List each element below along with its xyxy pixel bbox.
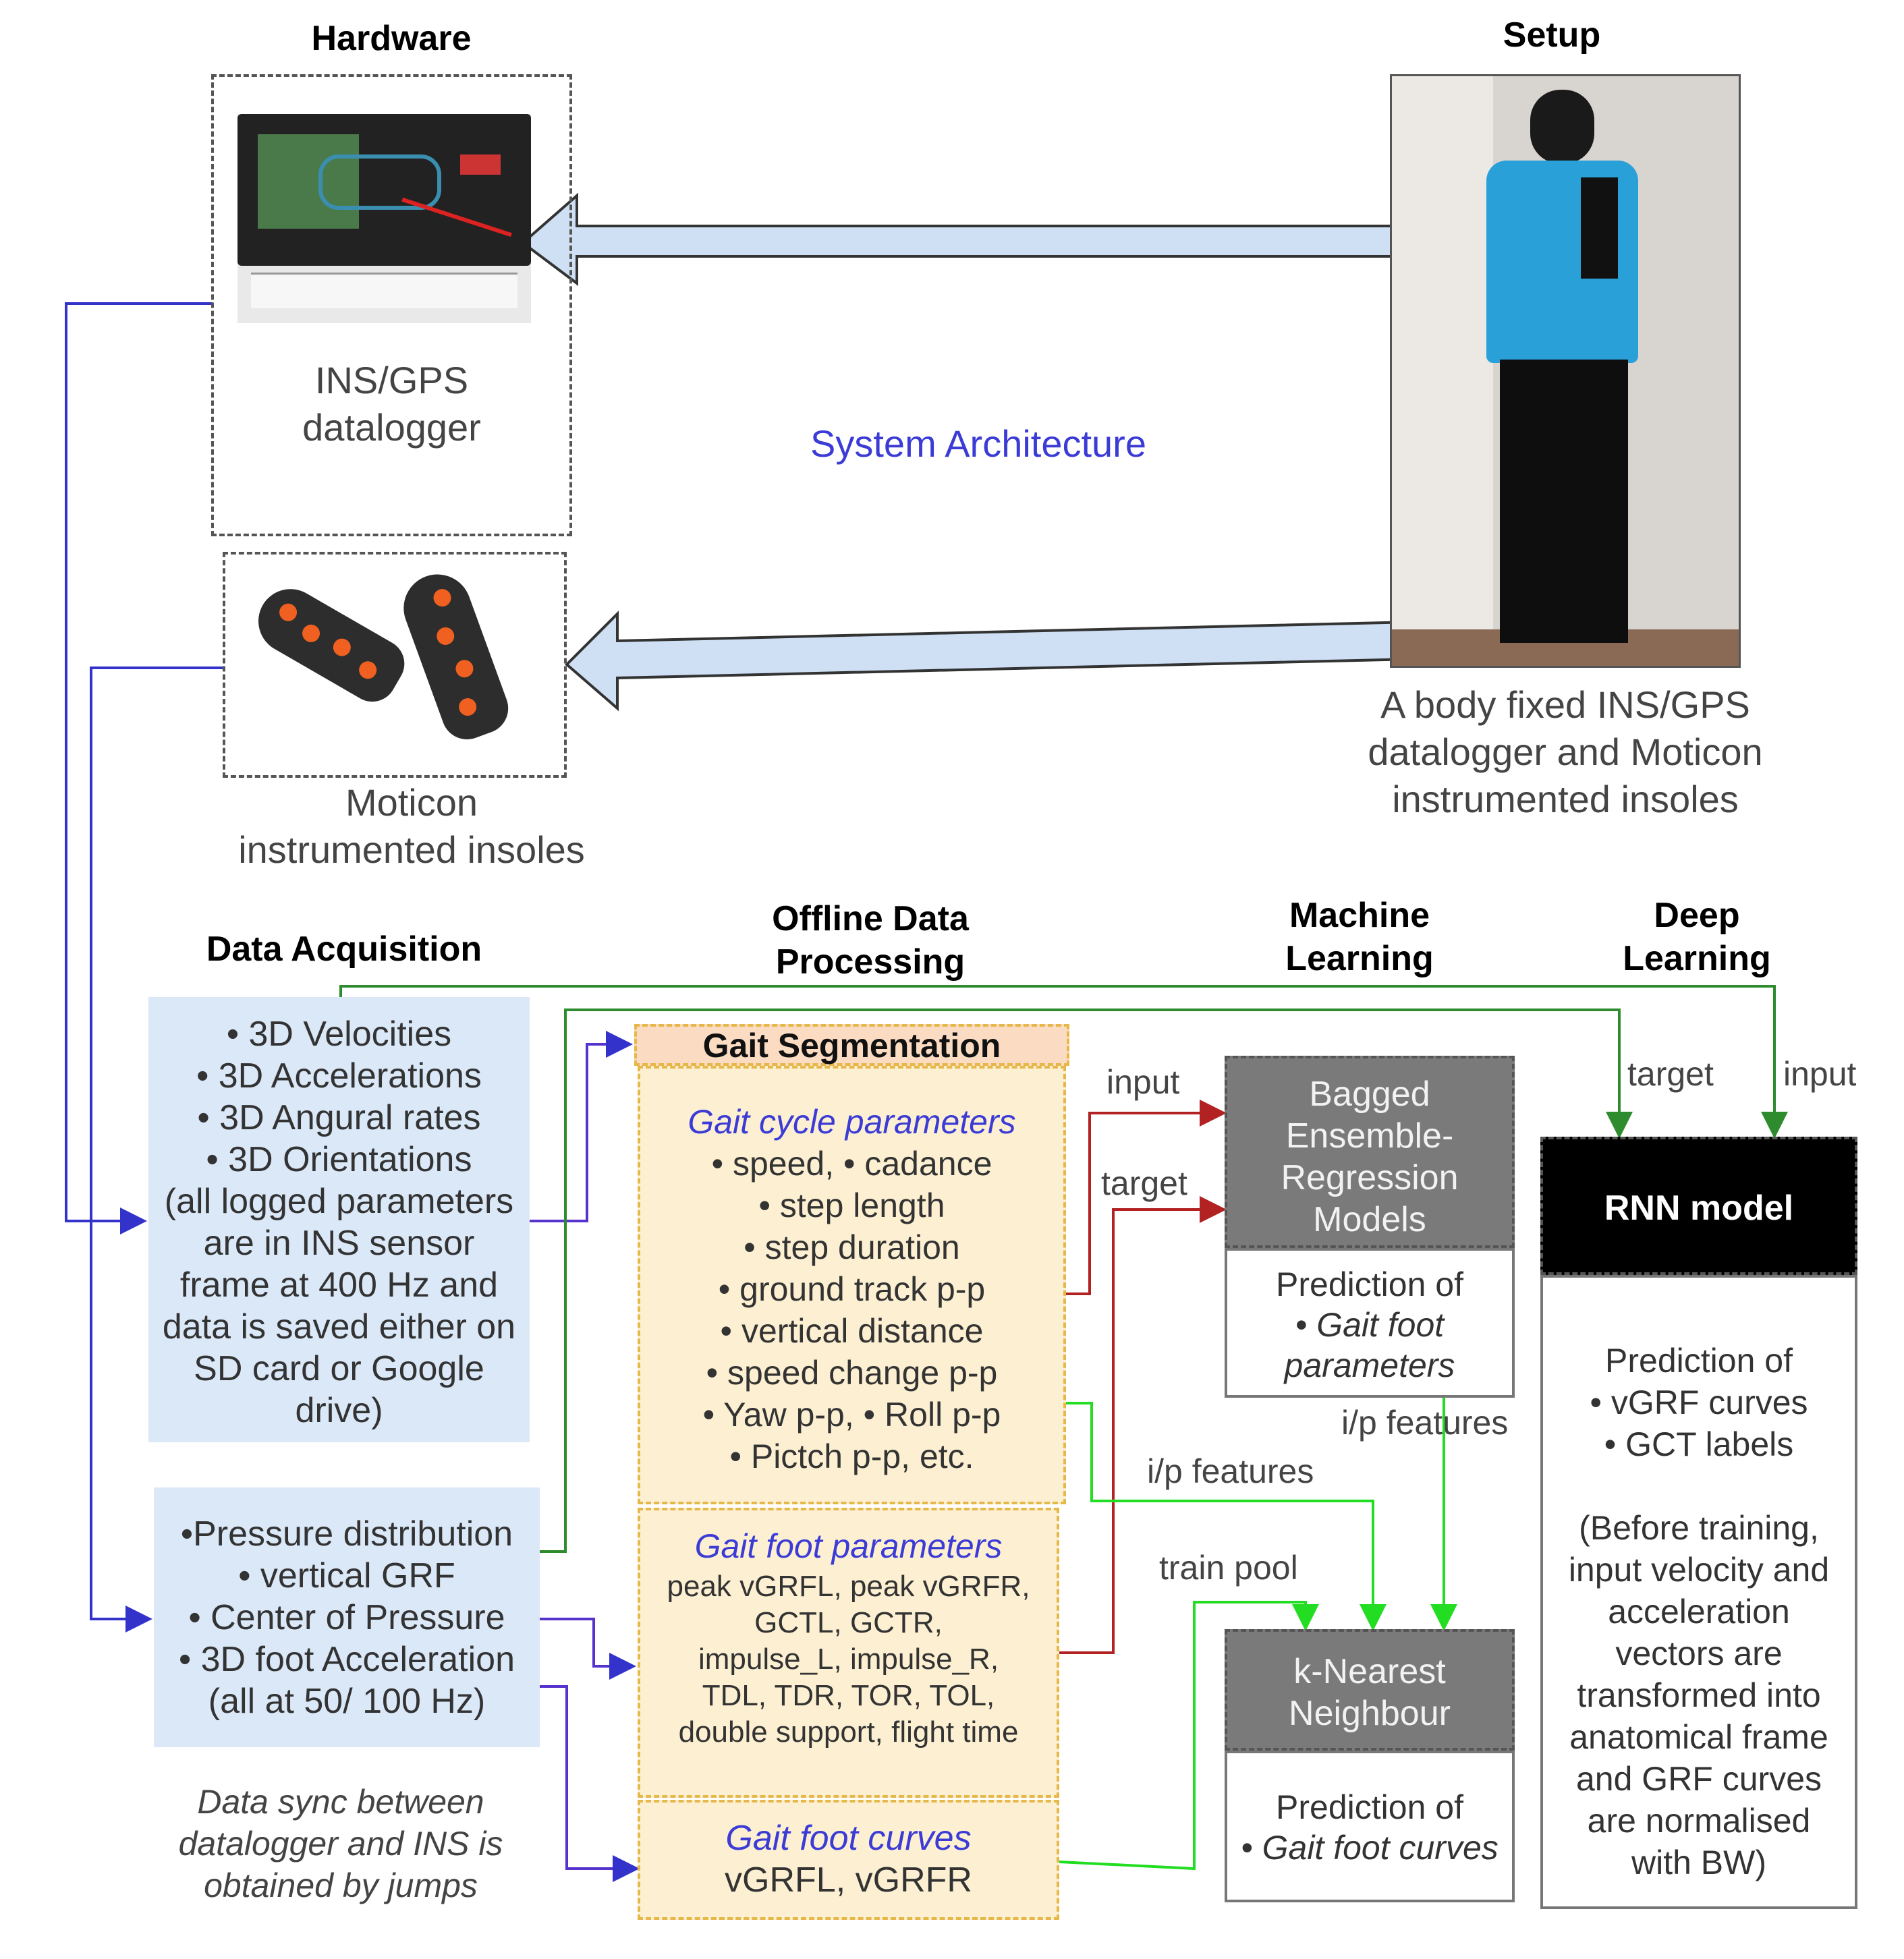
knn-prediction-box: Prediction of • Gait foot curves: [1225, 1751, 1515, 1902]
edge-label-ip-features-bagged: i/p features: [1341, 1404, 1509, 1442]
edge-label-target-ml: target: [1101, 1164, 1187, 1202]
gait-foot-params-box: Gait foot parameters peak vGRFL, peak vG…: [638, 1508, 1059, 1798]
setup-to-insoles-arrow: [565, 611, 1472, 712]
gait-foot-curves-box: Gait foot curves vGRFL, vGRFR: [638, 1800, 1059, 1920]
ins-to-gait-wire: [530, 1031, 633, 1222]
insole-to-foot-curves-wire: [540, 1685, 640, 1882]
datalogger-to-ins-wire: [65, 302, 213, 1234]
ins-to-rnn-input-wire: [339, 985, 1788, 1139]
offline-processing-title: Offline Data Processing: [772, 899, 969, 982]
hardware-title: Hardware: [311, 19, 472, 58]
rnn-body-box: Prediction of • vGRF curves • GCT labels…: [1540, 1275, 1857, 1909]
gait-cycle-box: Gait cycle parameters • speed, • cadance…: [638, 1066, 1066, 1504]
datalogger-photo: [237, 114, 531, 323]
setup-title: Setup: [1503, 16, 1601, 55]
insole-to-rnn-target-wire: [540, 1009, 1633, 1553]
insoles-frame: [223, 552, 567, 778]
cycle-to-knn-wire: [1066, 1402, 1387, 1631]
gait-foot-curves-title: Gait foot curves: [725, 1819, 972, 1858]
insole-to-foot-params-wire: [540, 1618, 636, 1680]
gait-cycle-title: Gait cycle parameters: [688, 1103, 1016, 1141]
setup-photo: [1390, 74, 1741, 668]
gait-segmentation-header: Gait Segmentation: [634, 1024, 1069, 1066]
system-architecture-title: System Architecture: [810, 422, 1146, 465]
knn-box: k-Nearest Neighbour: [1225, 1629, 1515, 1751]
datalogger-caption: INS/GPS datalogger: [302, 359, 481, 449]
insoles-caption: Moticon instrumented insoles: [238, 781, 585, 871]
edge-label-train-pool: train pool: [1159, 1549, 1298, 1587]
gait-foot-params-title: Gait foot parameters: [694, 1527, 1003, 1565]
ins-data-box: • 3D Velocities • 3D Accelerations • 3D …: [148, 997, 530, 1442]
data-acquisition-title: Data Acquisition: [206, 930, 482, 969]
sync-note: Data sync between datalogger and INS is …: [178, 1783, 503, 1904]
edge-label-input-ml: input: [1107, 1063, 1180, 1101]
edge-label-ip-features-cycle: i/p features: [1147, 1452, 1314, 1490]
insole-data-box: •Pressure distribution • vertical GRF • …: [154, 1487, 540, 1747]
insole-right-image: [394, 565, 515, 747]
insole-left-image: [246, 577, 414, 711]
curves-to-knn-trainpool-wire: [1059, 1601, 1319, 1871]
bagged-prediction-box: Prediction of • Gait foot parameters: [1225, 1248, 1515, 1398]
rnn-model-header: RNN model: [1540, 1137, 1857, 1275]
setup-caption: A body fixed INS/GPS datalogger and Moti…: [1368, 683, 1763, 820]
cycle-to-bagged-input-wire: [1066, 1100, 1227, 1295]
edge-label-input-dl: input: [1783, 1055, 1857, 1093]
setup-to-datalogger-arrow: [520, 192, 1546, 286]
datalogger-frame: INS/GPS datalogger: [211, 74, 572, 536]
edge-label-target-dl: target: [1627, 1055, 1714, 1093]
machine-learning-title: Machine Learning: [1285, 896, 1434, 978]
bagged-ensemble-box: Bagged Ensemble- Regression Models: [1225, 1056, 1515, 1248]
deep-learning-title: Deep Learning: [1623, 896, 1771, 978]
foot-params-to-bagged-target-wire: [1059, 1196, 1227, 1654]
insoles-to-insole-data-wire: [90, 666, 223, 1632]
